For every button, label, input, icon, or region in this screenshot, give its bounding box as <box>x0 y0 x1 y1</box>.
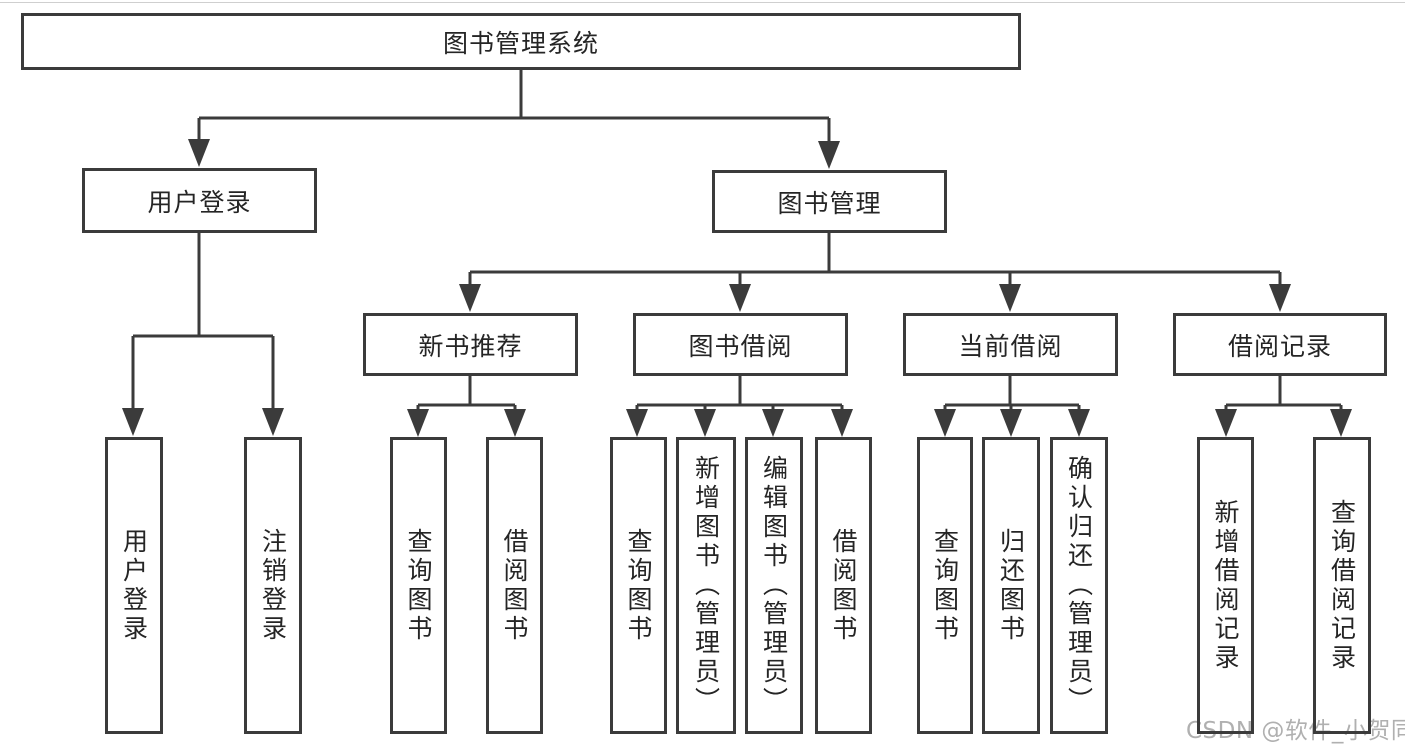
top-hairline <box>0 2 1405 3</box>
node-new-book-recommend: 新书推荐 <box>363 313 578 376</box>
node-add-book-admin: 新增图书（管理员） <box>676 437 736 734</box>
node-borrow-books-1: 借阅图书 <box>486 437 543 734</box>
node-return-book: 归还图书 <box>982 437 1040 734</box>
node-query-books-3: 查询图书 <box>917 437 973 734</box>
node-borrow-records: 借阅记录 <box>1173 313 1387 376</box>
node-book-borrow: 图书借阅 <box>633 313 848 376</box>
node-query-books-2: 查询图书 <box>610 437 667 734</box>
node-query-books-1: 查询图书 <box>390 437 447 734</box>
node-confirm-return-admin: 确认归还（管理员） <box>1050 437 1108 734</box>
node-book-management: 图书管理 <box>712 170 947 233</box>
node-add-borrow-record: 新增借阅记录 <box>1197 437 1254 734</box>
node-edit-book-admin: 编辑图书（管理员） <box>745 437 803 734</box>
node-user-login-leaf: 用户登录 <box>105 437 163 734</box>
node-logout: 注销登录 <box>244 437 302 734</box>
arrowhead-icons <box>122 139 1352 437</box>
node-root: 图书管理系统 <box>21 13 1021 70</box>
node-current-borrow: 当前借阅 <box>903 313 1118 376</box>
node-query-borrow-record: 查询借阅记录 <box>1313 437 1371 734</box>
node-user-login: 用户登录 <box>82 168 317 233</box>
node-borrow-books-2: 借阅图书 <box>815 437 872 734</box>
